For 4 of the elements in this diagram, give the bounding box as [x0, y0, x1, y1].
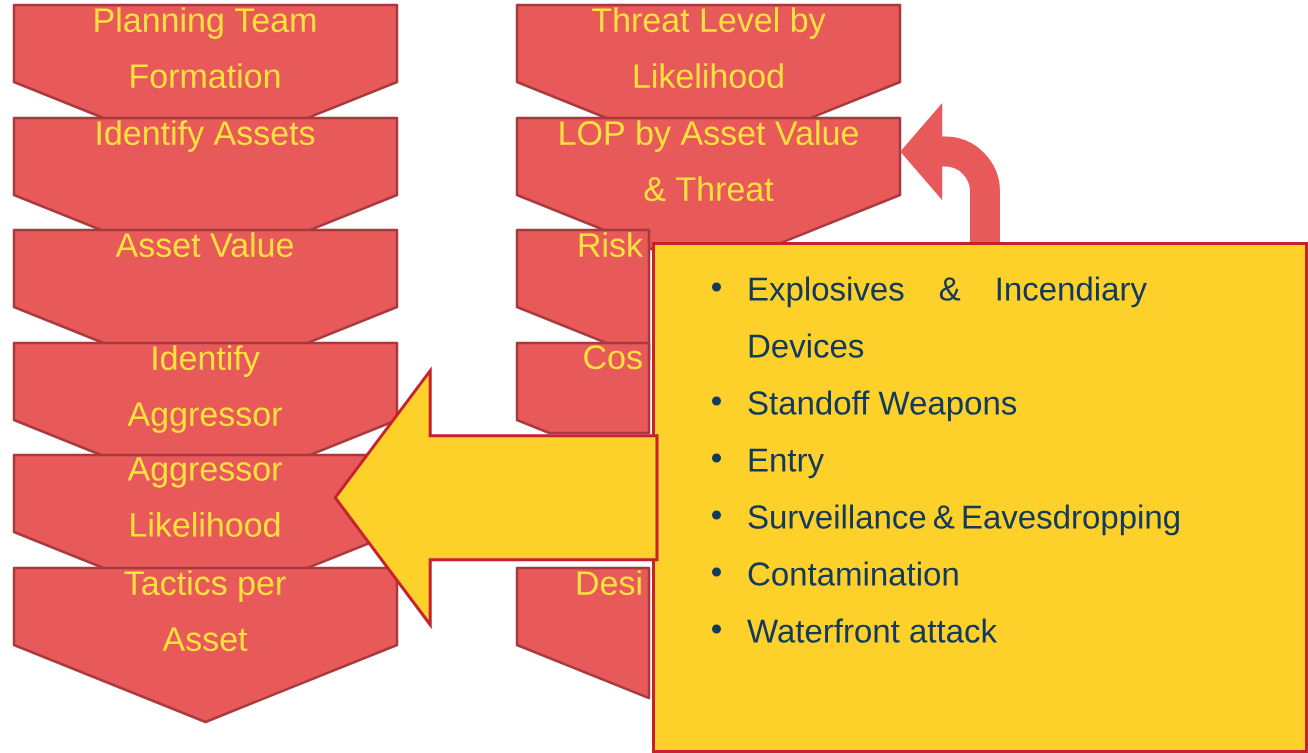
callout-box: Explosives & Incendiary Devices Standoff Weapons Entry Surveillance & Eavesdropping Contamination Waterfront attack [652, 242, 1308, 753]
chevron-step: Cos [515, 341, 651, 435]
chevron-step: Tactics per Asset [12, 566, 399, 724]
chevron-step: Desi [515, 566, 651, 700]
